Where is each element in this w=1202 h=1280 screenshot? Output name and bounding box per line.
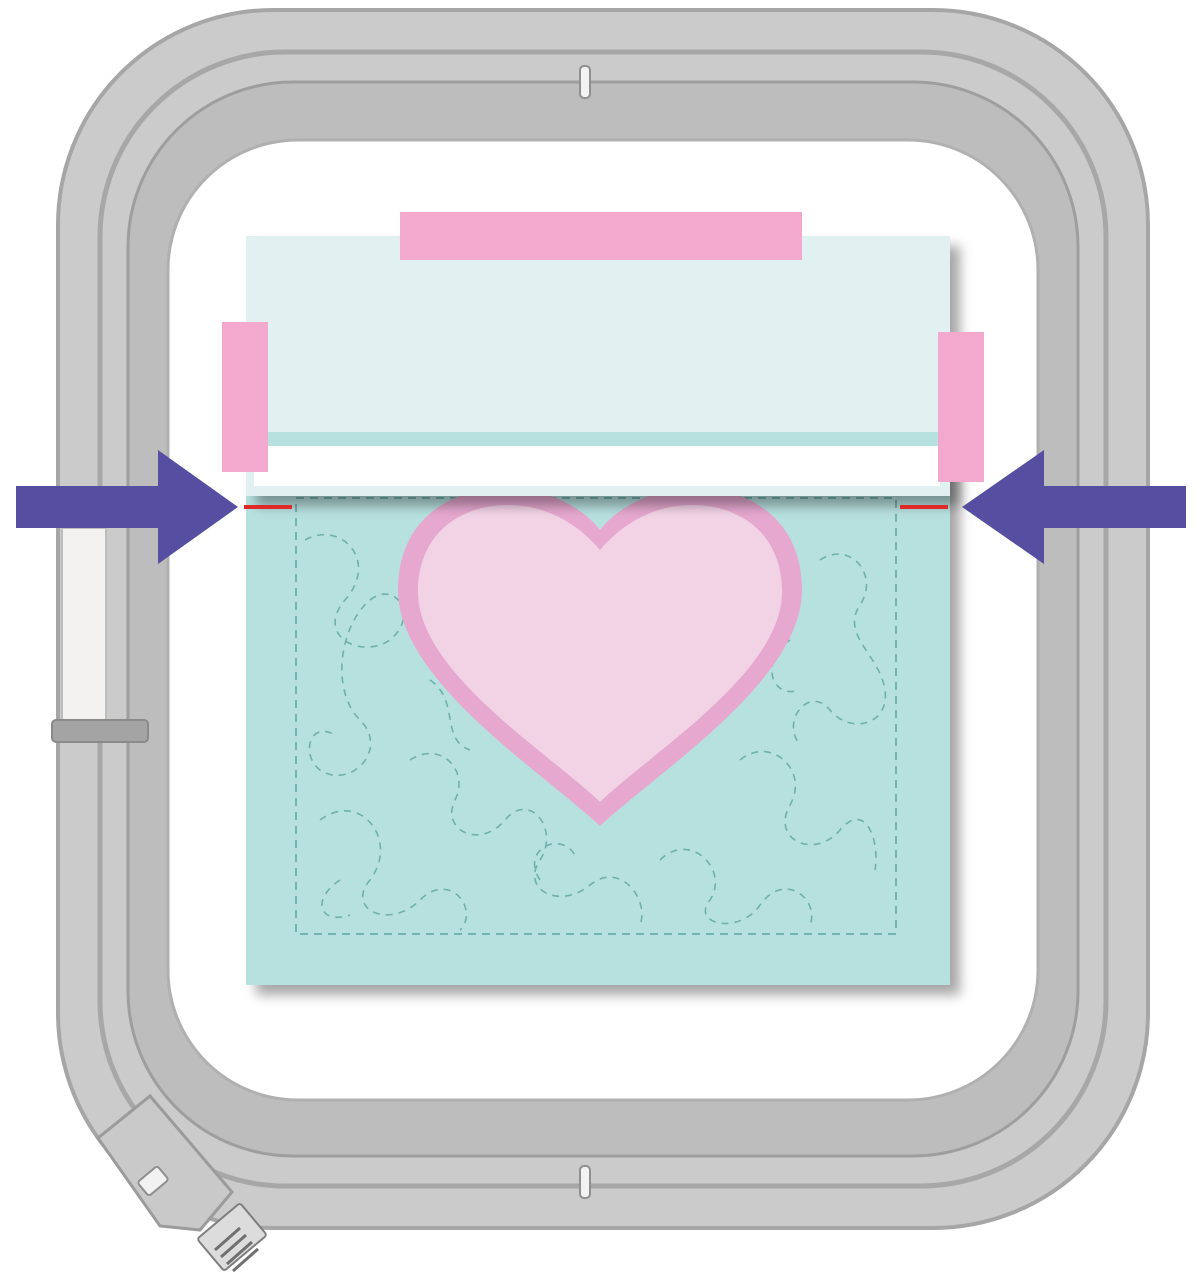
hoop-bottom-notch — [580, 1166, 590, 1198]
hoop-top-notch — [580, 66, 590, 98]
hoop-left-clip — [62, 528, 106, 724]
tape-top — [400, 212, 802, 260]
hoop-left-clip-base — [52, 720, 148, 742]
flap-binding-strip — [254, 432, 940, 446]
tape-right — [938, 332, 984, 482]
tape-left — [222, 322, 268, 472]
flap-white-band — [254, 446, 940, 486]
